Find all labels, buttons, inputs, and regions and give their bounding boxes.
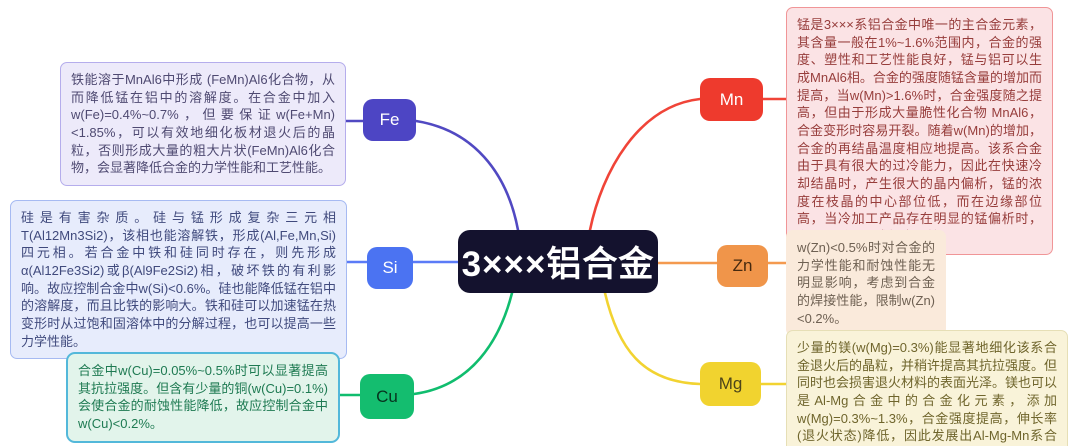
si-branch-node[interactable]: Si (367, 247, 413, 289)
fe-branch-line (414, 119, 520, 232)
root-topic-title: 3×××铝合金 (461, 245, 655, 284)
mn-branch-label: Mn (719, 89, 744, 109)
zn-note-card[interactable]: w(Zn)<0.5%时对合金的力学性能和耐蚀性能无明显影响，考虑到合金的焊接性能… (786, 230, 946, 337)
mg-branch-label: Mg (718, 374, 743, 393)
fe-branch-node[interactable]: Fe (363, 99, 416, 141)
root-topic-node[interactable]: 3×××铝合金 (458, 230, 658, 293)
mn-branch-line (588, 97, 702, 232)
fe-note-text: 铁能溶于MnAl6中形成 (FeMn)Al6化合物，从而降低锰在铝中的溶解度。在… (71, 72, 335, 176)
fe-branch-label: Fe (379, 110, 400, 129)
mn-note-text: 锰是3×××系铝合金中唯一的主合金元素，其含量一般在1%~1.6%范围内，合金的… (797, 17, 1042, 245)
mn-note-card[interactable]: 锰是3×××系铝合金中唯一的主合金元素，其含量一般在1%~1.6%范围内，合金的… (786, 7, 1053, 255)
fe-note-card[interactable]: 铁能溶于MnAl6中形成 (FeMn)Al6化合物，从而降低锰在铝中的溶解度。在… (60, 62, 346, 187)
zn-note-text: w(Zn)<0.5%时对合金的力学性能和耐蚀性能无明显影响，考虑到合金的焊接性能… (797, 240, 935, 326)
mg-branch-line (603, 291, 702, 386)
zn-branch-label: Zn (732, 256, 753, 275)
cu-branch-label: Cu (376, 386, 398, 406)
zn-branch-node[interactable]: Zn (717, 245, 768, 287)
si-note-text: 硅是有害杂质。硅与锰形成复杂三元相T(Al12Mn3Si2)，该相也能溶解铁，形… (21, 210, 336, 349)
si-branch-label: Si (382, 258, 398, 277)
mg-branch-node[interactable]: Mg (700, 362, 761, 406)
cu-branch-node[interactable]: Cu (360, 374, 414, 419)
cu-note-text: 合金中w(Cu)=0.05%~0.5%时可以显著提高其抗拉强度。但含有少量的铜(… (78, 363, 328, 432)
mg-note-text: 少量的镁(w(Mg)=0.3%)能显著地细化该系合金退火后的晶粒，并稍许提高其抗… (797, 340, 1058, 444)
mg-note-card[interactable]: 少量的镁(w(Mg)=0.3%)能显著地细化该系合金退火后的晶粒，并稍许提高其抗… (786, 330, 1068, 446)
cu-note-card[interactable]: 合金中w(Cu)=0.05%~0.5%时可以显著提高其抗拉强度。但含有少量的铜(… (66, 352, 340, 443)
cu-branch-line (412, 291, 514, 396)
si-note-card[interactable]: 硅是有害杂质。硅与锰形成复杂三元相T(Al12Mn3Si2)，该相也能溶解铁，形… (10, 200, 347, 360)
mn-branch-node[interactable]: Mn (700, 78, 763, 121)
